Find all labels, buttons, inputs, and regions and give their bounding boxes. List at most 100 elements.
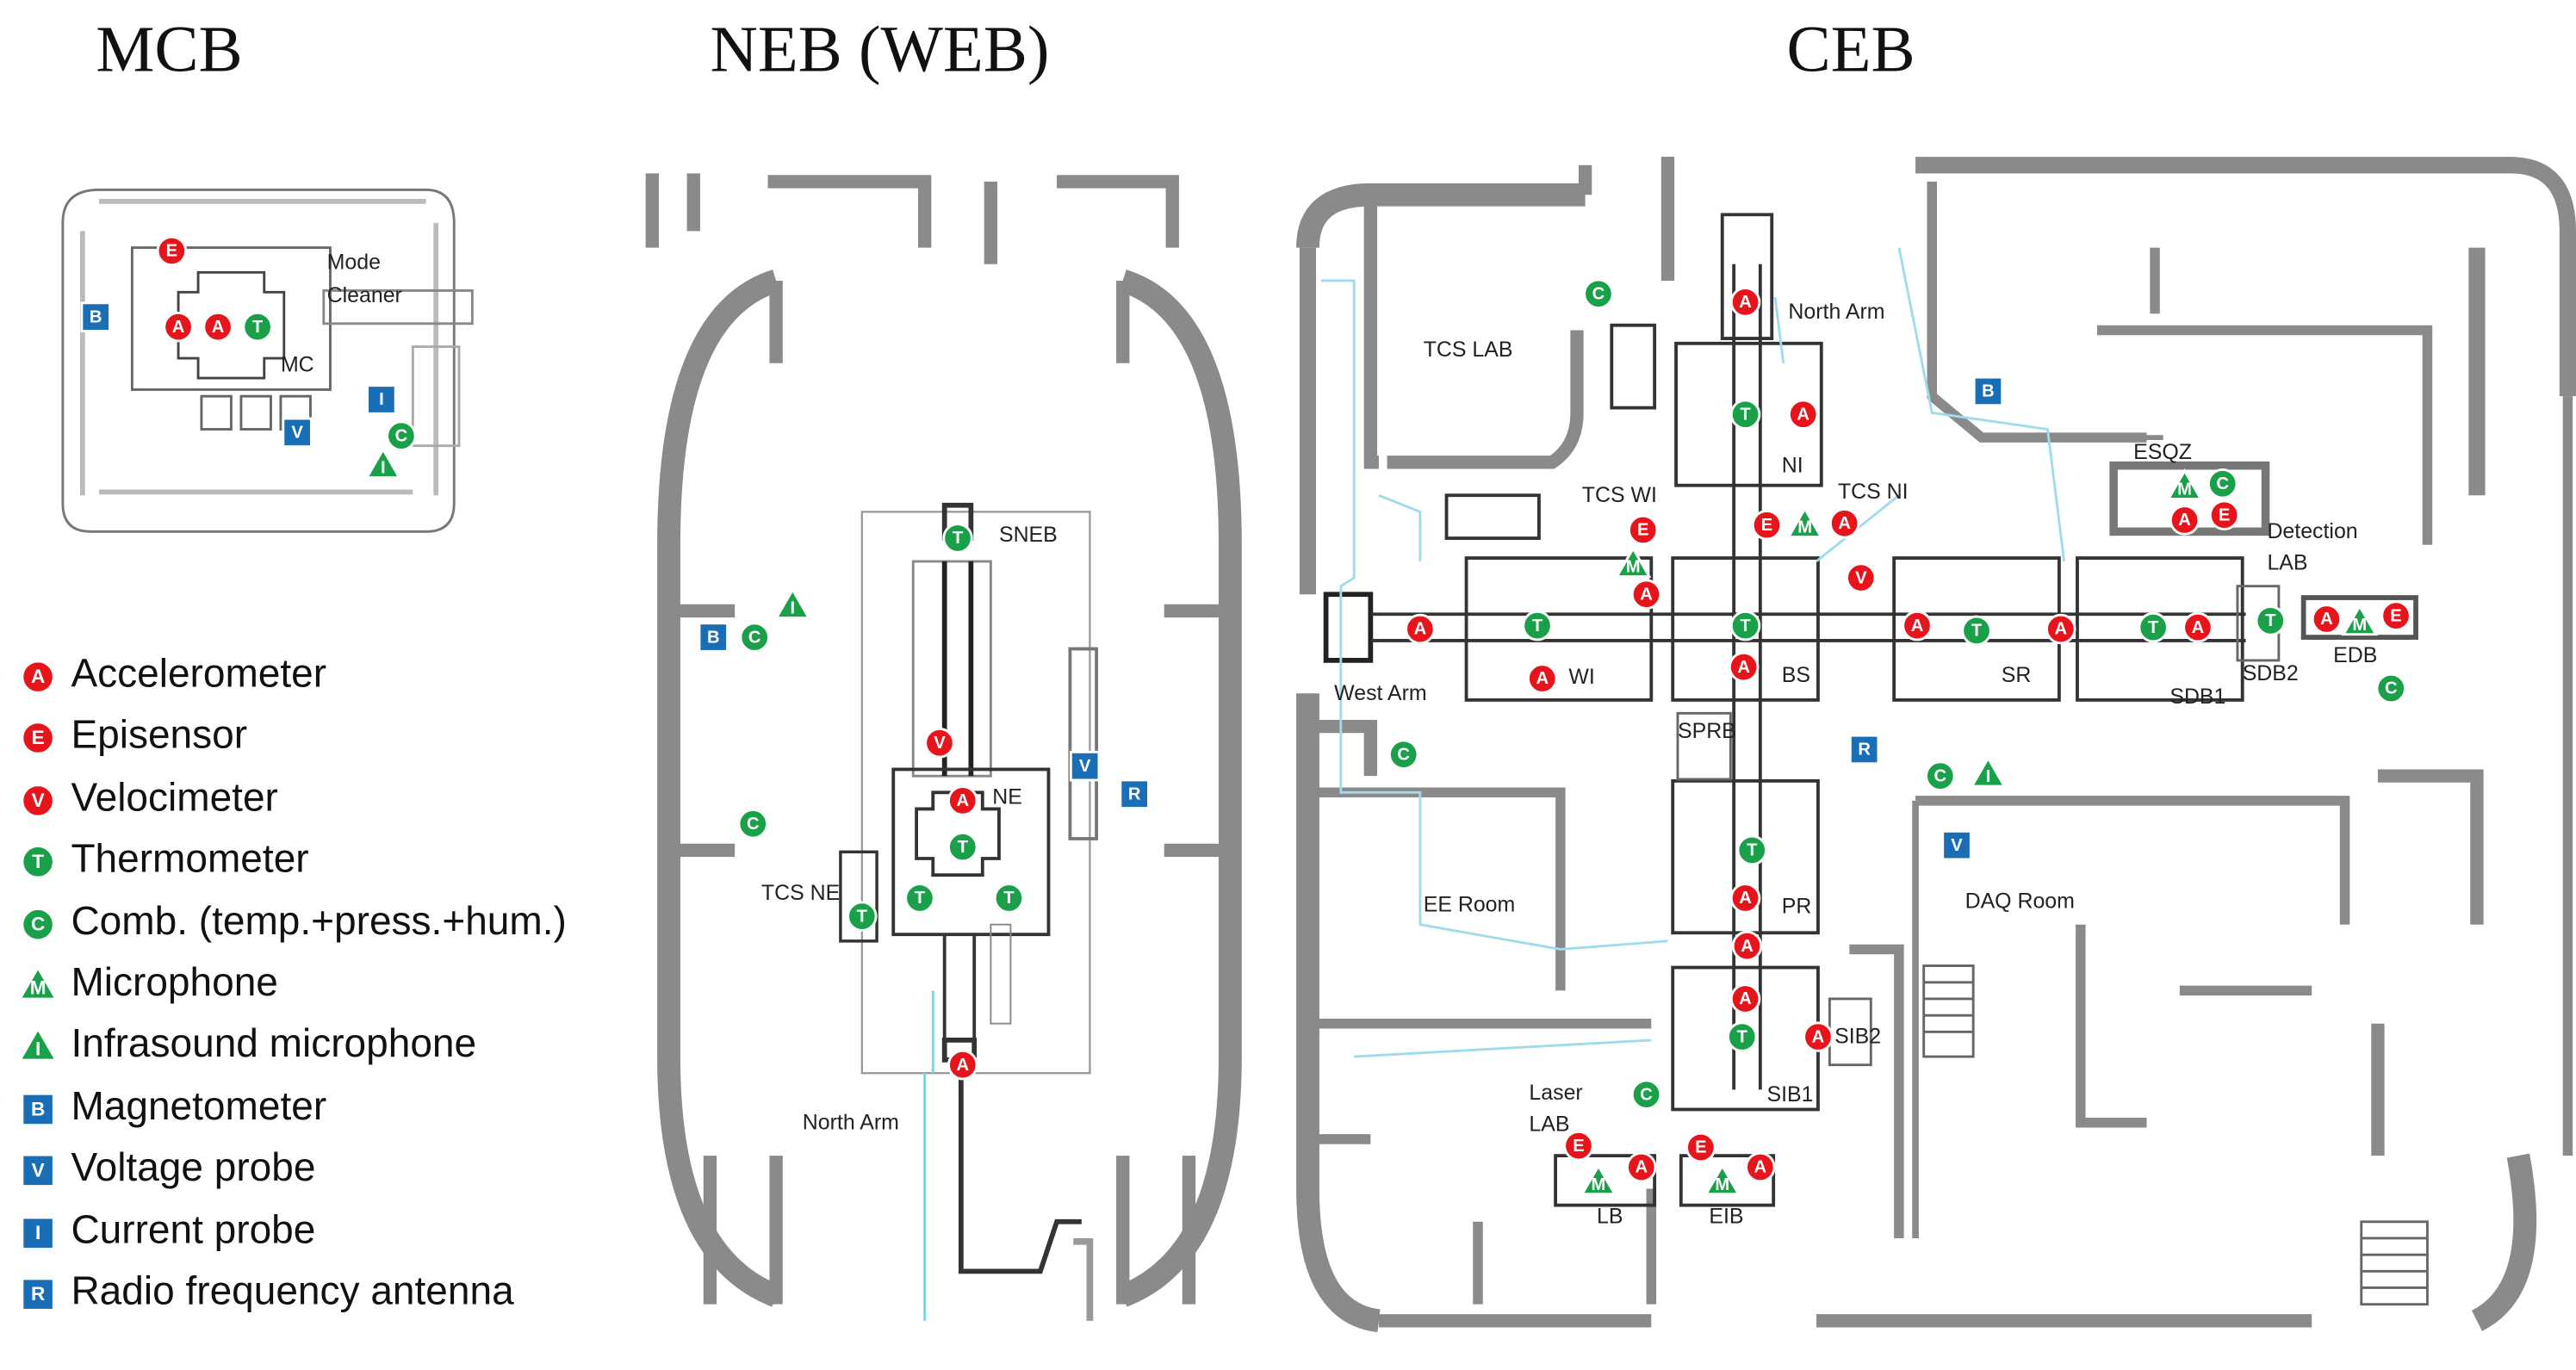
- accelerometer-icon: A: [1745, 1151, 1776, 1183]
- svg-text:C: C: [2216, 474, 2229, 493]
- accelerometer-icon: A: [1902, 610, 1933, 642]
- room-label-detection-lab: Detection: [2267, 519, 2357, 543]
- ceb-building: [1296, 157, 2576, 1333]
- microphone-icon: M: [1704, 1163, 1741, 1196]
- svg-text:R: R: [1128, 784, 1141, 803]
- room-label-laser-lab: Laser: [1529, 1081, 1582, 1105]
- velocimeter-icon: V: [924, 728, 955, 759]
- velocimeter-icon: V: [1846, 562, 1877, 593]
- svg-text:T: T: [252, 318, 264, 337]
- thermometer-icon: T: [21, 845, 55, 879]
- velocimeter-icon: V: [21, 783, 55, 818]
- svg-text:I: I: [381, 459, 386, 478]
- room-label-north-arm-neb: North Arm: [803, 1110, 899, 1134]
- episensor-icon: E: [21, 722, 55, 756]
- svg-text:C: C: [2385, 679, 2398, 698]
- svg-text:T: T: [958, 838, 969, 857]
- svg-text:M: M: [1626, 558, 1641, 577]
- accelerometer-icon: A: [1630, 579, 1662, 610]
- voltage-icon: V: [21, 1153, 55, 1188]
- accelerometer-icon: A: [1828, 508, 1860, 539]
- svg-text:V: V: [291, 424, 303, 443]
- microphone-icon: M: [2341, 604, 2379, 636]
- svg-text:T: T: [953, 529, 964, 548]
- accelerometer-icon: A: [202, 311, 233, 343]
- svg-text:E: E: [32, 728, 45, 749]
- thermometer-icon: T: [993, 883, 1025, 914]
- svg-text:C: C: [747, 815, 760, 834]
- radio-icon: R: [1119, 778, 1150, 809]
- accelerometer-icon: A: [2169, 505, 2200, 536]
- accelerometer-icon: A: [2045, 613, 2076, 645]
- svg-text:A: A: [956, 1056, 969, 1075]
- combined-icon: C: [1387, 739, 1419, 770]
- room-label-bs: BS: [1782, 663, 1810, 687]
- svg-text:T: T: [1740, 405, 1751, 424]
- accelerometer-icon: A: [1729, 883, 1761, 914]
- accelerometer-icon: A: [2311, 604, 2343, 635]
- svg-text:A: A: [1741, 937, 1754, 956]
- infrasound-icon: I: [17, 1027, 59, 1063]
- voltage-icon: V: [1069, 750, 1101, 782]
- legend-label: Episensor: [71, 714, 248, 759]
- svg-text:C: C: [31, 913, 45, 934]
- room-label-sneb: SNEB: [999, 523, 1058, 547]
- room-label-sdb2: SDB2: [2243, 661, 2299, 685]
- room-label-detection-lab-2: LAB: [2267, 550, 2307, 574]
- svg-text:M: M: [2177, 480, 2192, 499]
- accelerometer-icon: A: [163, 311, 194, 343]
- thermometer-icon: T: [1736, 834, 1767, 866]
- accelerometer-icon: A: [947, 785, 978, 816]
- room-label-ni: NI: [1782, 453, 1803, 477]
- combined-icon: C: [1925, 760, 1956, 791]
- accelerometer-icon: A: [1729, 287, 1761, 318]
- svg-text:C: C: [1592, 284, 1605, 303]
- neb-building: [645, 173, 1242, 1321]
- svg-text:I: I: [35, 1221, 40, 1243]
- episensor-icon: E: [2380, 600, 2412, 631]
- episensor-icon: E: [1627, 514, 1659, 546]
- microphone-icon: M: [2166, 468, 2203, 500]
- combined-icon: C: [2375, 673, 2406, 704]
- combined-icon: C: [1583, 278, 1614, 310]
- thermometer-icon: T: [1729, 399, 1761, 430]
- title-mcb: MCB: [96, 11, 243, 86]
- svg-text:E: E: [1695, 1138, 1706, 1157]
- room-label-daq-room: DAQ Room: [1965, 890, 2075, 914]
- infrasound-icon: I: [364, 447, 402, 479]
- legend-label: Current probe: [71, 1207, 316, 1253]
- legend-label: Comb. (temp.+press.+hum.): [71, 899, 567, 944]
- legend-label: Thermometer: [71, 837, 309, 883]
- magnetometer-icon: B: [1972, 375, 2004, 407]
- svg-text:A: A: [212, 318, 225, 337]
- magnetometer-icon: B: [80, 301, 111, 332]
- accelerometer-icon: A: [1405, 613, 1436, 645]
- svg-text:M: M: [30, 977, 47, 999]
- infrasound-icon: I: [774, 587, 811, 619]
- thermometer-icon: T: [2255, 605, 2287, 636]
- magnetometer-icon: B: [698, 622, 729, 653]
- legend-label: Infrasound microphone: [71, 1022, 477, 1068]
- room-label-sib2: SIB2: [1834, 1025, 1881, 1049]
- voltage-icon: V: [282, 417, 313, 449]
- svg-text:T: T: [1737, 1027, 1748, 1046]
- svg-text:T: T: [857, 907, 868, 926]
- svg-text:V: V: [1951, 836, 1963, 855]
- svg-text:A: A: [1797, 405, 1809, 424]
- room-label-ee-room: EE Room: [1424, 892, 1516, 916]
- episensor-icon: E: [2208, 499, 2240, 530]
- room-label-esqz: ESQZ: [2133, 440, 2192, 464]
- room-labels: Mode Cleaner MC SNEB NE TCS NE North Arm…: [281, 251, 2377, 1229]
- svg-text:V: V: [32, 1160, 45, 1181]
- combined-icon: C: [2207, 468, 2238, 499]
- legend-label: Magnetometer: [71, 1084, 327, 1129]
- room-label-sprb: SPRB: [1678, 719, 1736, 743]
- room-label-sib1: SIB1: [1767, 1082, 1814, 1107]
- svg-text:T: T: [915, 889, 926, 908]
- legend-label: Voltage probe: [71, 1145, 316, 1191]
- accelerometer-icon: A: [21, 660, 55, 694]
- svg-text:A: A: [2054, 620, 2067, 639]
- svg-text:A: A: [2192, 618, 2205, 637]
